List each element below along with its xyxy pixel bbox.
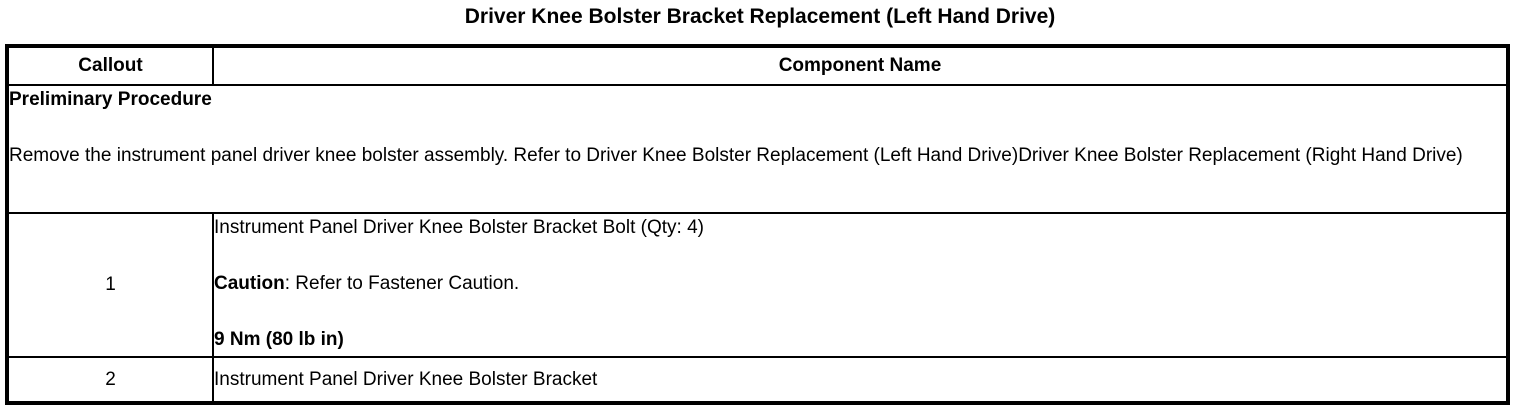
column-header-component-name: Component Name bbox=[212, 45, 1509, 86]
component-name: Instrument Panel Driver Knee Bolster Bra… bbox=[212, 356, 1509, 404]
caution-text: : Refer to Fastener Caution. bbox=[284, 273, 520, 294]
preliminary-procedure-row: Preliminary Procedure Remove the instrum… bbox=[6, 84, 1509, 214]
preliminary-heading: Preliminary Procedure bbox=[9, 89, 212, 110]
page-title: Driver Knee Bolster Bracket Replacement … bbox=[464, 5, 1056, 28]
caution-label: Caution bbox=[214, 273, 285, 294]
callout-number: 2 bbox=[6, 356, 214, 404]
column-header-callout: Callout bbox=[6, 45, 214, 86]
header-row: Callout Component Name bbox=[6, 45, 1509, 86]
torque-spec: 9 Nm (80 lb in) bbox=[214, 329, 344, 350]
caution-note: Caution: Refer to Fastener Caution. bbox=[214, 270, 1506, 298]
component-cell: Instrument Panel Driver Knee Bolster Bra… bbox=[212, 212, 1509, 358]
preliminary-cell: Preliminary Procedure Remove the instrum… bbox=[6, 84, 1509, 214]
table-row-callout-1: 1 Instrument Panel Driver Knee Bolster B… bbox=[6, 212, 1509, 358]
callout-component-table: Callout Component Name Preliminary Proce… bbox=[5, 44, 1510, 405]
table-row-callout-2: 2 Instrument Panel Driver Knee Bolster B… bbox=[6, 356, 1509, 404]
callout-number: 1 bbox=[6, 212, 214, 358]
preliminary-body: Remove the instrument panel driver knee … bbox=[9, 145, 1463, 166]
component-name: Instrument Panel Driver Knee Bolster Bra… bbox=[214, 217, 704, 238]
